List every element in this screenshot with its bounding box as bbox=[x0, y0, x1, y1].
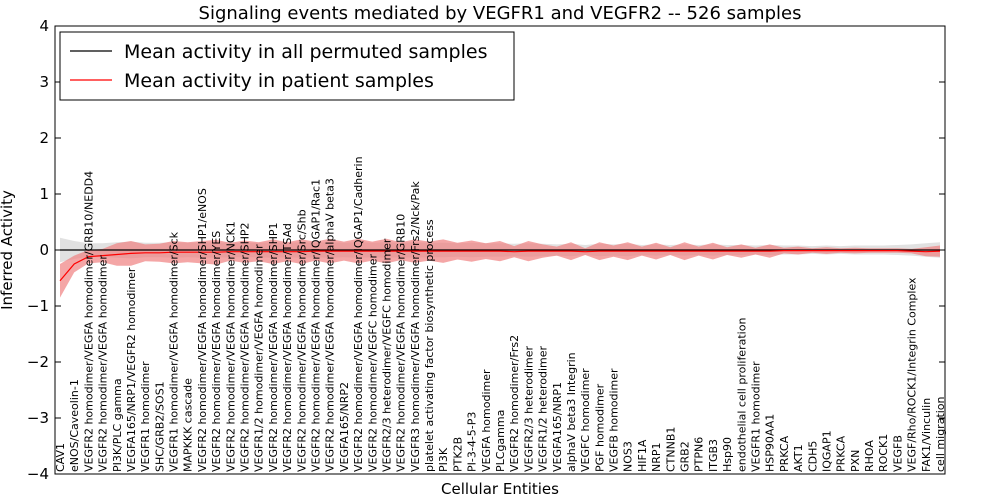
x-tick-label: VEGFR2/3 heterodimer bbox=[522, 345, 535, 472]
x-tick-label: PGF homodimer bbox=[593, 383, 606, 472]
x-tick-label: VEGFR3 homodimer/VEGFA homodimer/Frs2/Nc… bbox=[409, 181, 422, 472]
y-tick-label: −2 bbox=[27, 353, 49, 371]
x-tick-label: PLCgamma bbox=[494, 410, 507, 472]
x-axis-label: Cellular Entities bbox=[441, 480, 559, 498]
x-tick-label: VEGFR1 homodimer bbox=[139, 361, 152, 472]
y-tick-label: −4 bbox=[27, 465, 49, 483]
x-tick-label: AKT1 bbox=[792, 444, 805, 472]
x-tick-label: VEGFR2 homodimer/VEGFA homodimer/IQGAP1/… bbox=[310, 179, 323, 472]
legend-label-permuted: Mean activity in all permuted samples bbox=[124, 41, 487, 63]
x-tick-label: VEGFA165/NRP2 bbox=[338, 382, 351, 472]
x-tick-label: VEGFR1/2 heterodimer bbox=[537, 345, 550, 472]
x-tick-label: NOS3 bbox=[622, 441, 635, 472]
chart-title: Signaling events mediated by VEGFR1 and … bbox=[199, 3, 802, 24]
x-tick-label: VEGFR1 homodimer/VEGFA homodimer/Sck bbox=[168, 231, 181, 472]
x-tick-label: VEGFB bbox=[891, 435, 904, 472]
x-tick-label: VEGFR2 homodimer/VEGFA homodimer/NCK1 bbox=[224, 221, 237, 472]
x-tick-label: VEGFR2 homodimer/VEGFA homodimer/YES bbox=[210, 231, 223, 472]
y-axis: −4 −3 −2 −1 0 1 2 3 4 bbox=[27, 17, 945, 483]
x-tick-label: VEGFR2 homodimer/VEGFA homodimer/Src/Shb bbox=[295, 209, 308, 472]
x-tick-label: alphaV beta3 Integrin bbox=[565, 352, 578, 472]
x-tick-label: GRB2 bbox=[679, 441, 692, 472]
x-tick-label: PI-3-4-5-P3 bbox=[466, 412, 479, 472]
y-tick-label: 1 bbox=[39, 185, 49, 203]
x-tick-label: CTNNB1 bbox=[664, 427, 677, 472]
y-axis-label: Inferred Activity bbox=[0, 190, 16, 310]
x-tick-label: Hsp90 bbox=[721, 437, 734, 472]
legend: Mean activity in all permuted samples Me… bbox=[59, 31, 515, 101]
x-tick-label: CDH5 bbox=[806, 441, 819, 472]
x-tick-label: ROCK1 bbox=[877, 434, 890, 472]
line-layer bbox=[55, 249, 945, 282]
x-tick-label: VEGFR2 homodimer/VEGFC homodimer bbox=[366, 253, 379, 472]
x-tick-label: platelet activating factor biosynthetic … bbox=[423, 219, 436, 472]
patient-mean-line bbox=[59, 250, 941, 282]
x-tick-label: VEGFR2 homodimer/VEGFA homodimer/TSAd bbox=[281, 223, 294, 472]
x-tick-label: cell migration bbox=[934, 396, 947, 472]
x-tick-label: VEGFR2 homodimer/VEGFA homodimer/GRB10/N… bbox=[82, 171, 95, 472]
legend-box bbox=[59, 31, 515, 101]
x-tick-label: VEGFR2 homodimer/VEGFA homodimer bbox=[97, 255, 110, 472]
x-tick-label: VEGFR2 homodimer/Frs2 bbox=[508, 335, 521, 472]
y-tick-label: 4 bbox=[39, 17, 49, 35]
x-tick-label: VEGFA homodimer bbox=[480, 369, 493, 472]
y-tick-label: −3 bbox=[27, 409, 49, 427]
x-tick-label: PTPN6 bbox=[693, 437, 706, 472]
y-tick-label: −1 bbox=[27, 297, 49, 315]
x-tick-label: FAK1/Vinculin bbox=[920, 398, 933, 472]
x-tick-label: endothelial cell proliferation bbox=[735, 318, 748, 472]
x-tick-label: eNOS/Caveolin-1 bbox=[68, 379, 81, 472]
x-tick-label: VEGFC homodimer bbox=[579, 368, 592, 472]
x-tick-label: ITGB3 bbox=[707, 439, 720, 472]
x-tick-label: HIF1A bbox=[636, 439, 649, 472]
y-tick-label: 3 bbox=[39, 73, 49, 91]
x-tick-label: RHOA bbox=[863, 440, 876, 472]
x-tick-label: MAPKKK cascade bbox=[182, 378, 195, 472]
x-tick-label: PI3K bbox=[437, 447, 450, 472]
x-tick-label: VEGFR2 homodimer/VEGFA homodimer/SHP1 bbox=[267, 223, 280, 472]
x-tick-label: VEGF/Rho/ROCK1/Integrin Complex bbox=[906, 277, 919, 472]
x-tick-label: PRKCA bbox=[835, 435, 848, 472]
x-tick-label: PRKCA bbox=[778, 435, 791, 472]
x-tick-label: VEGFR2 homodimer/VEGFA homodimer/alphaV … bbox=[324, 178, 337, 472]
plot-frame bbox=[54, 25, 946, 475]
x-tick-label: VEGFB homodimer bbox=[608, 368, 621, 472]
y-tick-label: 0 bbox=[39, 241, 49, 259]
x-tick-label: CAV1 bbox=[54, 443, 67, 472]
x-tick-label: VEGFR2 homodimer/VEGFA homodimer/GRB10 bbox=[395, 214, 408, 472]
x-tick-label: SHC/GRB2/SOS1 bbox=[153, 381, 166, 472]
x-tick-label: PXN bbox=[849, 450, 862, 472]
x-tick-label: VEGFR2 homodimer/VEGFA homodimer/SHP1/eN… bbox=[196, 188, 209, 472]
x-tick-label: IQGAP1 bbox=[821, 430, 834, 472]
x-tick-label: VEGFR2 homodimer/VEGFA homodimer/IQGAP1/… bbox=[352, 156, 365, 472]
patient-band bbox=[60, 238, 940, 298]
x-tick-label: VEGFA165/NRP1/VEGFR2 homodimer bbox=[125, 267, 138, 472]
x-tick-label: HSP90AA1 bbox=[764, 414, 777, 472]
x-tick-label: VEGFR1/2 homodimer/VEGFA homodimer bbox=[253, 244, 266, 472]
x-tick-label: PTK2B bbox=[451, 437, 464, 472]
x-tick-label: NRP1 bbox=[650, 442, 663, 472]
x-tick-label: PI3K/PLC gamma bbox=[111, 378, 124, 472]
legend-label-patient: Mean activity in patient samples bbox=[124, 70, 434, 92]
x-tick-label: VEGFA165/NRP1 bbox=[551, 382, 564, 472]
y-tick-label: 2 bbox=[39, 129, 49, 147]
x-tick-label: VEGFR2/3 heterodimer/VEGFC homodimer bbox=[381, 238, 394, 472]
band-layer bbox=[60, 237, 940, 298]
x-tick-label: VEGFR1 homodimer bbox=[750, 361, 763, 472]
x-tick-label: VEGFR2 homodimer/VEGFA homodimer/SHP2 bbox=[239, 223, 252, 472]
